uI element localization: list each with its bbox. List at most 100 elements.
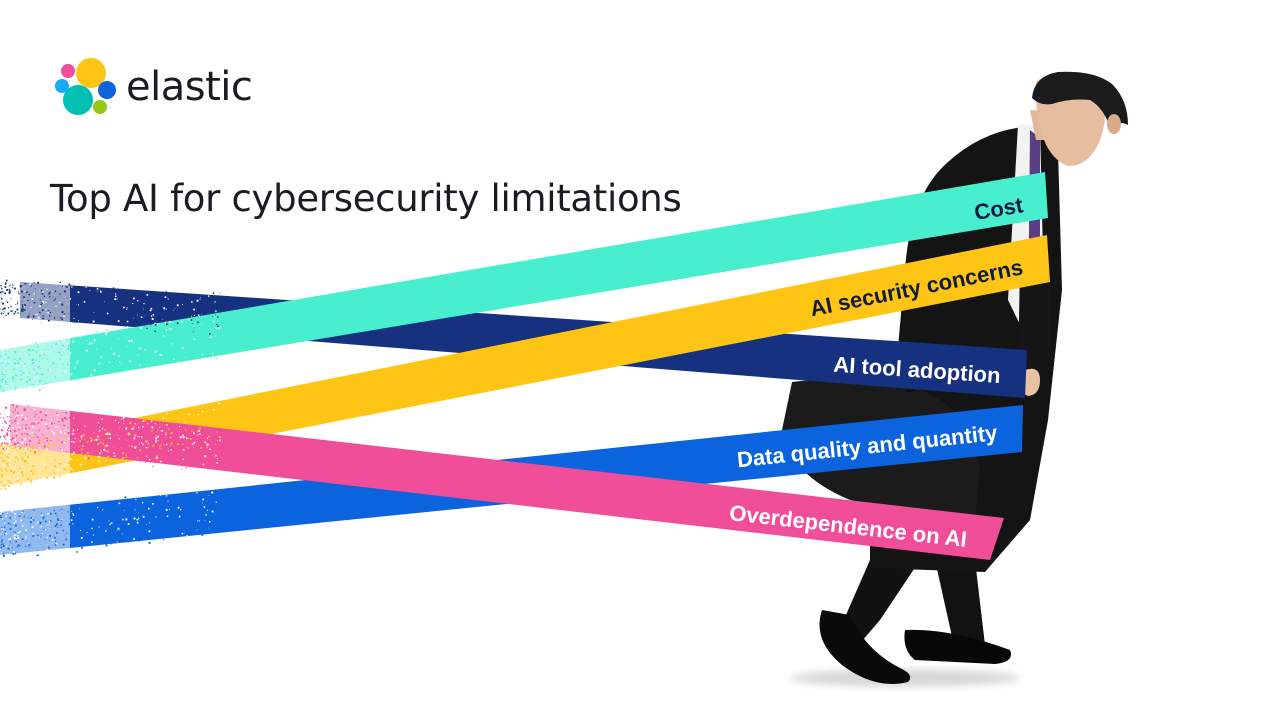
particle <box>29 348 31 350</box>
particle <box>193 308 195 311</box>
particle <box>2 378 3 379</box>
particle <box>80 541 82 543</box>
particle <box>15 537 17 540</box>
particle <box>104 437 107 439</box>
particle <box>0 544 2 546</box>
particle <box>95 331 97 333</box>
particle <box>5 282 7 284</box>
particle <box>148 531 151 534</box>
particle <box>17 422 19 424</box>
particle <box>38 435 39 437</box>
particle <box>93 435 95 437</box>
particle <box>7 357 8 359</box>
particle <box>148 510 150 512</box>
particle <box>63 290 66 293</box>
particle <box>18 532 20 534</box>
particle <box>114 420 116 422</box>
particle <box>21 465 23 468</box>
particle <box>88 366 91 369</box>
particle <box>155 457 158 459</box>
particle <box>180 307 182 309</box>
particle <box>179 504 182 507</box>
particle <box>162 435 164 437</box>
particle <box>6 384 8 386</box>
particle <box>30 318 32 320</box>
particle <box>86 349 88 352</box>
particle <box>28 427 30 429</box>
particle <box>20 446 23 449</box>
particle <box>147 329 149 331</box>
particle <box>79 372 81 374</box>
particle <box>125 516 128 519</box>
particle <box>171 452 173 454</box>
particle <box>193 453 195 455</box>
particle <box>182 443 184 445</box>
particle <box>167 498 169 501</box>
particle <box>69 362 71 364</box>
particle <box>202 309 204 311</box>
particle <box>51 367 53 369</box>
particle <box>24 363 26 365</box>
particle <box>39 304 41 307</box>
particle <box>177 294 180 297</box>
particle <box>154 323 157 326</box>
particle <box>43 445 45 447</box>
particle <box>182 304 183 305</box>
particle <box>68 417 71 419</box>
particle <box>75 511 78 513</box>
particle <box>199 327 200 329</box>
particle <box>63 424 65 427</box>
particle <box>107 360 109 362</box>
particle <box>28 354 30 356</box>
particle <box>82 445 84 447</box>
particle <box>69 346 71 348</box>
particle <box>102 443 104 445</box>
particle <box>179 432 181 435</box>
particle <box>29 432 31 434</box>
particle <box>218 463 221 466</box>
particle <box>105 544 108 547</box>
particle <box>1 555 3 557</box>
particle <box>96 465 98 468</box>
particle <box>206 299 209 302</box>
particle <box>22 473 24 475</box>
particle <box>74 321 77 323</box>
particle <box>17 362 20 364</box>
particle <box>30 462 31 464</box>
particle <box>9 430 11 432</box>
particle <box>194 434 196 435</box>
particle <box>30 517 33 519</box>
particle <box>158 440 160 441</box>
particle <box>101 366 104 369</box>
particle <box>214 436 217 438</box>
particle <box>18 459 20 461</box>
particle <box>29 473 31 475</box>
particle <box>192 342 194 344</box>
particle <box>49 312 51 314</box>
particle <box>0 483 2 485</box>
particle <box>204 499 205 501</box>
particle <box>80 346 83 348</box>
particle <box>76 516 78 518</box>
particle <box>171 310 174 313</box>
particle <box>61 441 63 444</box>
particle <box>32 422 35 425</box>
particle <box>207 329 210 332</box>
particle <box>8 462 10 464</box>
particle <box>169 510 171 512</box>
particle <box>111 299 114 301</box>
particle <box>201 313 202 315</box>
particle <box>97 507 99 509</box>
particle <box>141 341 143 344</box>
particle <box>41 292 44 295</box>
particle <box>216 343 217 345</box>
particle <box>43 302 45 304</box>
particle <box>85 454 87 457</box>
particle <box>35 314 37 316</box>
particle <box>29 480 32 483</box>
particle <box>174 453 176 455</box>
particle <box>4 437 6 439</box>
particle <box>29 372 31 374</box>
particle <box>88 455 90 457</box>
particle <box>37 281 39 284</box>
